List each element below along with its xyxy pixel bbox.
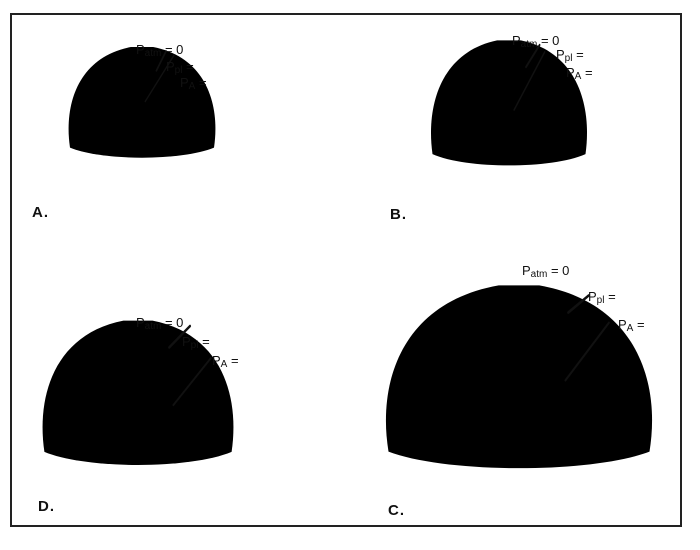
patm-label-a: Patm = 0: [136, 42, 184, 59]
pa-label-b: PA =: [566, 65, 593, 82]
lung-diagram-c: [385, 282, 653, 469]
patm-label-b: Patm = 0: [512, 33, 560, 50]
panel-label-d: D.: [38, 498, 55, 515]
lung-diagram-b: [430, 38, 588, 166]
panel-label-b: B.: [390, 206, 407, 223]
ppl-label-a: Ppl =: [166, 59, 194, 76]
panel-label-a: A.: [32, 204, 49, 221]
lung-diagram-a: [68, 45, 216, 158]
ppl-label-b: Ppl =: [556, 47, 584, 64]
pa-label-c: PA =: [618, 317, 645, 334]
patm-label-c: Patm = 0: [522, 263, 570, 280]
lung-diagram-d: [42, 318, 234, 465]
panel-label-c: C.: [388, 502, 405, 519]
ppl-label-d: Ppl =: [182, 334, 210, 351]
pa-label-d: PA =: [212, 353, 239, 370]
figure-frame: [10, 13, 682, 527]
ppl-label-c: Ppl =: [588, 289, 616, 306]
patm-label-d: Patm = 0: [136, 315, 184, 332]
pa-label-a: PA =: [180, 75, 207, 92]
